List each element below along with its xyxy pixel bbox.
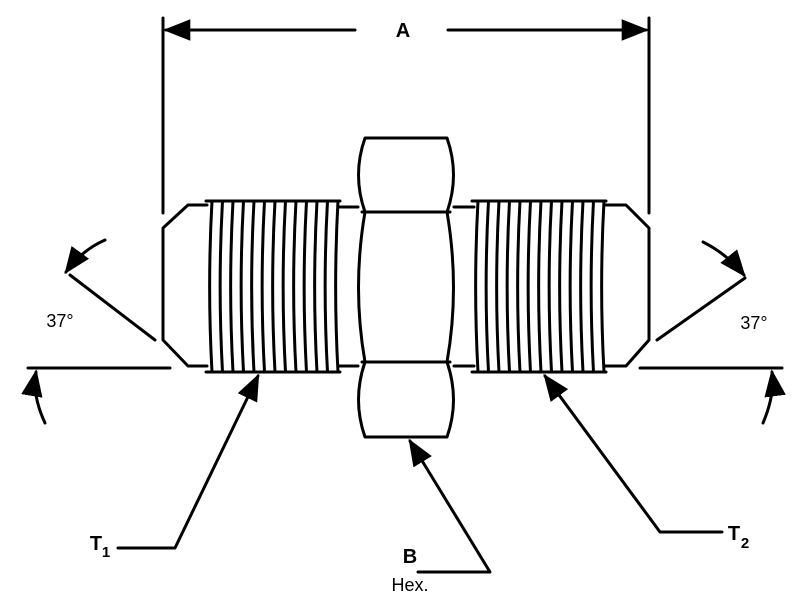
dimension-a [161, 16, 651, 215]
thread-crest [568, 199, 574, 374]
label-b: B [403, 546, 417, 568]
label-angle-right: 37° [740, 313, 767, 333]
label-angle-left: 37° [46, 311, 73, 331]
thread-crest [208, 199, 214, 374]
thread-crest [229, 199, 235, 374]
hex-body [357, 136, 455, 439]
leader-b [408, 438, 492, 574]
thread-crest [537, 199, 543, 374]
angle-right-indicator [655, 240, 786, 425]
label-t1-index: 1 [102, 544, 110, 561]
right-tube-end [452, 199, 651, 374]
angle-right-arc-top [701, 240, 746, 278]
angle-left-arc-bottom [21, 369, 47, 425]
angle-right-arc-bottom [761, 369, 786, 425]
thread-crest [600, 199, 606, 374]
right-flare-nose [603, 203, 651, 368]
label-hex-note: Hex. [391, 575, 428, 595]
thread-crest [474, 199, 480, 374]
thread-crest [579, 199, 585, 374]
label-a: A [396, 20, 410, 42]
hex-outline [357, 136, 455, 439]
angle-left-line [68, 273, 157, 342]
label-t1: T 1 [90, 533, 110, 561]
thread-crest [505, 199, 511, 374]
thread-crest [334, 199, 340, 374]
thread-crest [516, 199, 522, 374]
right-thread [470, 199, 608, 374]
thread-crest [558, 199, 564, 374]
leader-t1 [116, 373, 260, 550]
thread-crest [281, 199, 287, 374]
label-t2-index: 2 [741, 535, 749, 552]
angle-left-arc-top [64, 238, 107, 275]
thread-crest [526, 199, 532, 374]
thread-crest [302, 199, 308, 374]
thread-crest [250, 199, 256, 374]
thread-crest [484, 199, 490, 374]
left-thread [204, 199, 342, 374]
thread-crest [313, 199, 319, 374]
thread-crest [547, 199, 553, 374]
thread-crest [323, 199, 329, 374]
thread-crest [292, 199, 298, 374]
leader-t2 [543, 373, 724, 534]
thread-crest [260, 199, 266, 374]
left-flare-nose [161, 203, 209, 368]
thread-crest [218, 199, 224, 374]
angle-right-line [655, 276, 747, 342]
label-t2: T 2 [728, 523, 749, 552]
thread-crest [589, 199, 595, 374]
thread-crest [495, 199, 501, 374]
angle-left-indicator [21, 238, 157, 425]
label-t2-letter: T [728, 523, 740, 545]
thread-crest [239, 199, 245, 374]
left-tube-end [161, 199, 360, 374]
label-t1-letter: T [90, 533, 102, 555]
thread-crest [271, 199, 277, 374]
